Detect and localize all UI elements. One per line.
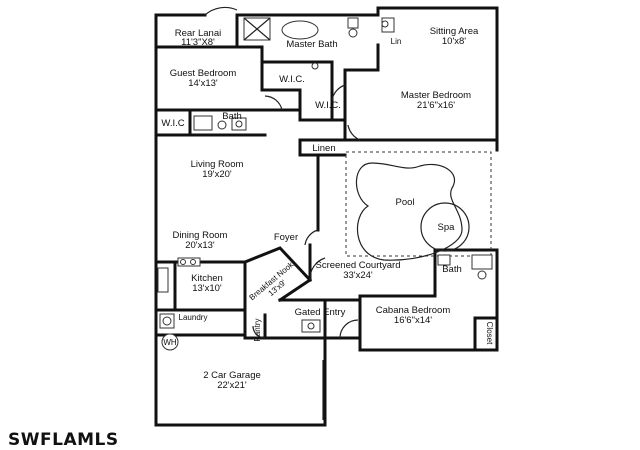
linen-label: Linen xyxy=(312,143,335,154)
watermark-logo: SWFLAMLS xyxy=(8,430,119,450)
foyer-label: Foyer xyxy=(274,232,298,243)
rear-lanai-name: Rear Lanai xyxy=(175,28,221,39)
laundry-label: Laundry xyxy=(179,313,208,322)
toilet-icon xyxy=(348,28,358,38)
gated-entry-label: Gated Entry xyxy=(295,307,346,318)
closet-label: Closet xyxy=(485,322,494,345)
sitting-area-size: 10'x8' xyxy=(442,36,466,47)
master-bath-label: Master Bath xyxy=(286,39,337,50)
master-bedroom-name: Master Bedroom xyxy=(401,90,471,101)
spa-shape xyxy=(420,202,470,252)
rear-lanai-size: 11'3"X8' xyxy=(181,37,215,48)
guest-bedroom-name: Guest Bedroom xyxy=(170,68,237,79)
svg-text:Breakfast Nook13'x9': Breakfast Nook13'x9' xyxy=(248,259,302,309)
living-room-size: 19'x20' xyxy=(202,169,232,180)
sink-icon xyxy=(381,20,389,28)
fixtures xyxy=(157,17,493,351)
pool-shape xyxy=(355,162,463,261)
kitchen-size: 13'x10' xyxy=(192,283,222,294)
screened-courtyard-size: 33'x24' xyxy=(343,270,373,281)
living-room-name: Living Room xyxy=(191,159,244,170)
garage-size: 22'x21' xyxy=(217,380,247,391)
water-heater-icon xyxy=(161,333,179,351)
guest-bath-label: Bath xyxy=(222,111,242,122)
dining-room-size: 20'x13' xyxy=(185,240,215,251)
spa-label: Spa xyxy=(438,222,456,233)
wic-guest-label: W.I.C xyxy=(161,118,184,129)
washer-icon xyxy=(162,316,172,326)
dining-room-name: Dining Room xyxy=(173,230,228,241)
kitchen-name: Kitchen xyxy=(191,273,223,284)
linen-closet-label: Lin xyxy=(391,37,402,46)
garage-name: 2 Car Garage xyxy=(203,370,261,381)
screened-courtyard-name: Screened Courtyard xyxy=(315,260,400,271)
interior-walls xyxy=(154,13,499,352)
wic-upper-label: W.I.C. xyxy=(279,74,305,85)
cabana-bedroom-size: 16'6"x14' xyxy=(394,315,432,326)
toilet-icon xyxy=(217,120,227,130)
bathtub-icon xyxy=(281,20,319,40)
wic-master-label: W.I.C. xyxy=(315,100,341,111)
guest-bedroom-size: 14'x13' xyxy=(188,78,218,89)
cabana-bath-label: Bath xyxy=(442,264,462,275)
toilet-icon xyxy=(477,270,487,280)
cabana-bedroom-name: Cabana Bedroom xyxy=(376,305,451,316)
pantry-label: Pantry xyxy=(253,318,262,341)
master-bedroom-size: 21'6"x16' xyxy=(417,100,455,111)
sink-icon xyxy=(235,120,243,128)
doors xyxy=(204,6,361,339)
exterior-walls xyxy=(154,6,499,427)
water-heater-label: WH xyxy=(163,338,177,347)
screen-enclosure xyxy=(345,151,492,257)
sitting-area-name: Sitting Area xyxy=(430,26,479,37)
pool-label: Pool xyxy=(395,197,414,208)
